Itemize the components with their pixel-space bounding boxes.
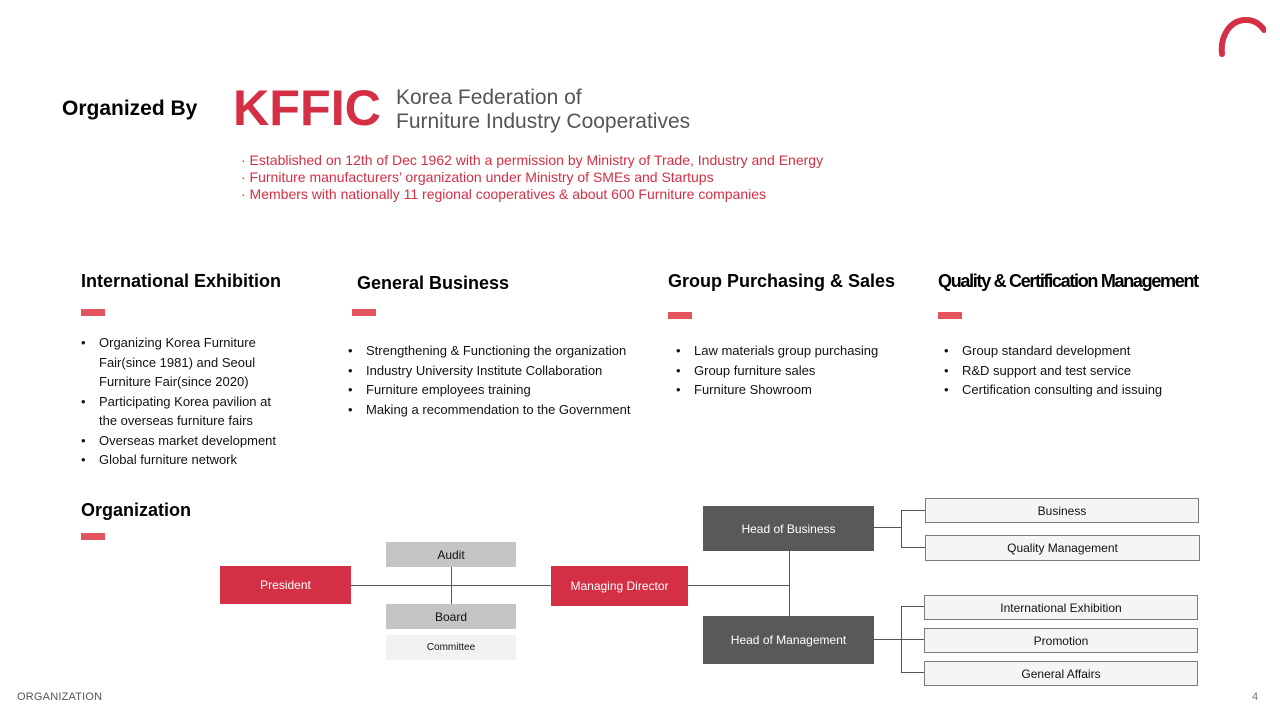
fact-item: · Furniture manufacturers’ organization …: [241, 169, 714, 185]
international-exhibition-unit-box: International Exhibition: [924, 595, 1198, 620]
page-number: 4: [1252, 691, 1259, 703]
section-accent-bar: [81, 533, 105, 540]
list-item: Strengthening & Functioning the organiza…: [348, 341, 658, 361]
list-item: Participating Korea pavilion at the over…: [81, 392, 311, 431]
list-item: Group furniture sales: [676, 361, 916, 381]
managing-director-box: Managing Director: [551, 566, 688, 606]
org-connector-line: [688, 585, 790, 586]
fact-item: · Members with nationally 11 regional co…: [241, 186, 767, 202]
general-affairs-unit-box: General Affairs: [924, 661, 1198, 686]
section-title-international-exhibition: International Exhibition: [81, 271, 282, 291]
house-logo-icon: [1218, 16, 1266, 57]
section-accent-bar: [81, 309, 105, 316]
general-business-list: Strengthening & Functioning the organiza…: [348, 341, 658, 419]
list-item: Furniture employees training: [348, 380, 658, 400]
quality-certification-list: Group standard development R&D support a…: [944, 341, 1204, 400]
org-connector-line: [901, 547, 926, 548]
section-accent-bar: [938, 312, 962, 319]
org-connector-line: [901, 606, 925, 607]
list-item: Industry University Institute Collaborat…: [348, 361, 658, 381]
board-box: Board: [386, 604, 516, 629]
promotion-unit-box: Promotion: [924, 628, 1198, 653]
section-title-quality-certification: Quality & Certification Management: [938, 271, 1199, 291]
audit-box: Audit: [386, 542, 516, 567]
kffic-logo: KFFIC: [233, 84, 381, 130]
business-unit-box: Business: [925, 498, 1199, 523]
list-item: Furniture Showroom: [676, 380, 916, 400]
fact-item: · Established on 12th of Dec 1962 with a…: [241, 152, 824, 168]
section-accent-bar: [668, 312, 692, 319]
org-connector-line: [874, 527, 902, 528]
list-item: Law materials group purchasing: [676, 341, 916, 361]
section-accent-bar: [352, 309, 376, 316]
head-of-business-box: Head of Business: [703, 506, 874, 551]
list-item: Organizing Korea Furniture Fair(since 19…: [81, 333, 311, 392]
committee-box: Committee: [386, 635, 516, 660]
section-title-group-purchasing: Group Purchasing & Sales: [668, 271, 896, 291]
list-item: R&D support and test service: [944, 361, 1204, 381]
group-purchasing-list: Law materials group purchasing Group fur…: [676, 341, 916, 400]
footer-label: ORGANIZATION: [17, 691, 103, 703]
kffic-logo-text: KFFIC: [233, 84, 381, 130]
head-of-management-box: Head of Management: [703, 616, 874, 664]
list-item: Global furniture network: [81, 450, 311, 470]
organization-title: Organization: [81, 500, 192, 520]
federation-name-line2: Furniture Industry Cooperatives: [396, 110, 691, 133]
org-connector-line: [901, 510, 902, 548]
list-item: Certification consulting and issuing: [944, 380, 1204, 400]
list-item: Group standard development: [944, 341, 1204, 361]
federation-facts: · Established on 12th of Dec 1962 with a…: [241, 152, 823, 203]
org-connector-line: [874, 639, 902, 640]
list-item: Overseas market development: [81, 431, 311, 451]
organized-by-label: Organized By: [62, 97, 198, 120]
quality-management-unit-box: Quality Management: [925, 535, 1200, 561]
international-exhibition-list: Organizing Korea Furniture Fair(since 19…: [81, 333, 311, 470]
org-connector-line: [901, 672, 925, 673]
list-item: Making a recommendation to the Governmen…: [348, 400, 658, 420]
org-connector-line: [789, 551, 790, 616]
federation-name-line1: Korea Federation of: [396, 86, 582, 109]
federation-name: Korea Federation of Furniture Industry C…: [396, 86, 690, 134]
president-box: President: [220, 566, 351, 604]
org-connector-line: [901, 639, 925, 640]
org-connector-line: [901, 510, 926, 511]
section-title-general-business: General Business: [357, 273, 510, 293]
org-connector-line: [451, 567, 452, 604]
